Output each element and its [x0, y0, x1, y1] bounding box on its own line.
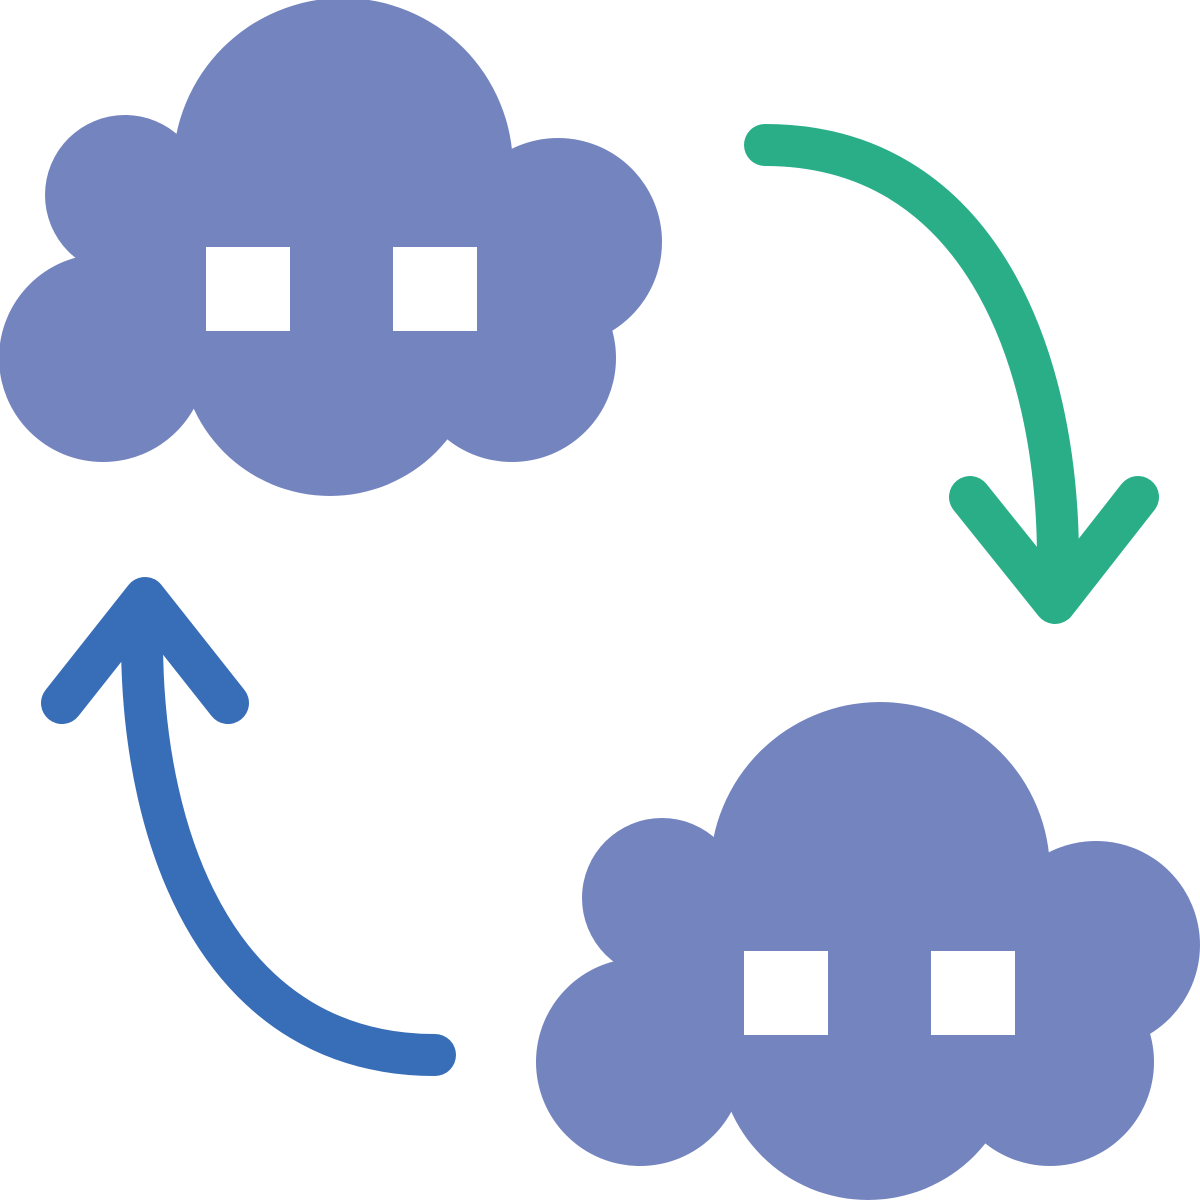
bottom-cloud-icon [536, 702, 1200, 1200]
top-cloud-windows [206, 247, 477, 331]
top-cloud-icon [0, 0, 662, 496]
bottom-cloud-window-right [931, 951, 1015, 1035]
top-cloud-window-left [206, 247, 290, 331]
curved-arrow-up-icon [41, 577, 456, 1076]
curved-arrow-down-icon [744, 124, 1159, 624]
bottom-cloud-windows [744, 951, 1015, 1035]
top-cloud-window-right [393, 247, 477, 331]
bottom-cloud-window-left [744, 951, 828, 1035]
